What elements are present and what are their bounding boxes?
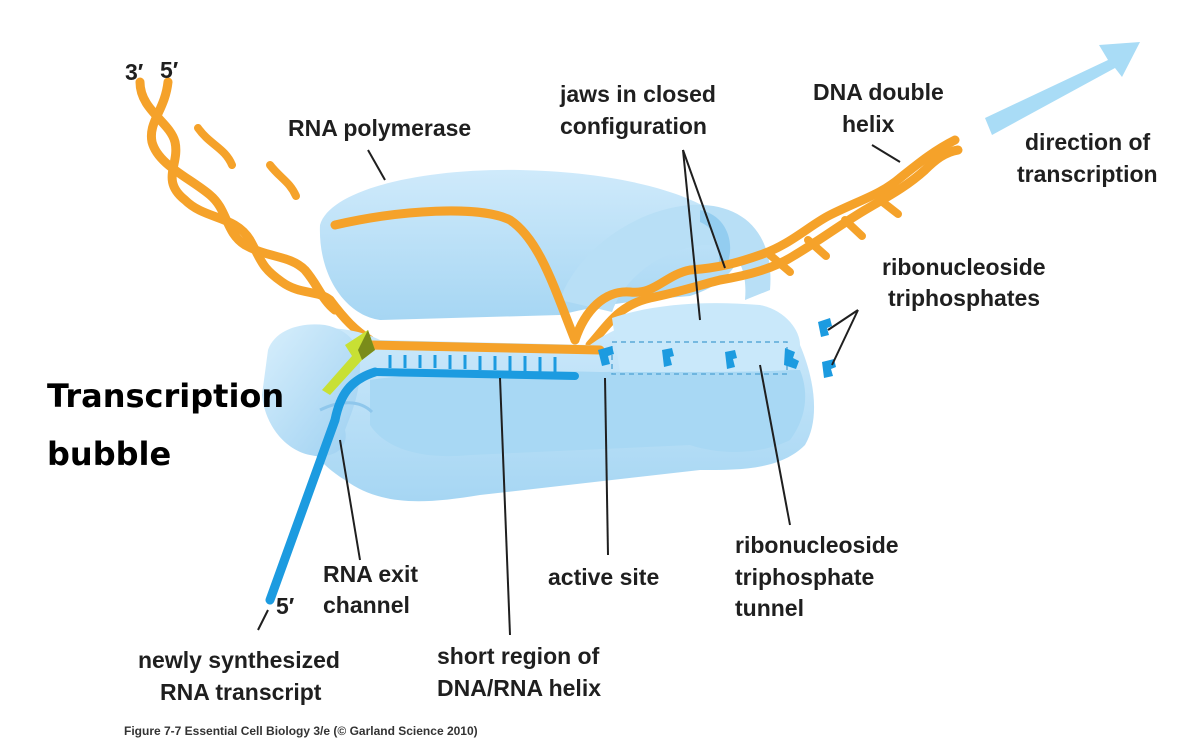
label-ntp-1: ribonucleoside <box>882 254 1046 280</box>
label-active-site: active site <box>548 564 659 590</box>
label-helix-region-2: DNA/RNA helix <box>437 675 601 701</box>
label-exit-1: RNA exit <box>323 561 418 587</box>
label-tunnel-3: tunnel <box>735 595 804 621</box>
label-exit-2: channel <box>323 592 410 618</box>
label-direction-2: transcription <box>1017 161 1158 187</box>
label-transcript-1: newly synthesized <box>138 647 340 673</box>
label-strand-5prime: 5′ <box>160 57 179 83</box>
dna-rna-hybrid <box>365 340 605 380</box>
label-rna-polymerase: RNA polymerase <box>288 115 471 141</box>
label-tunnel-2: triphosphate <box>735 564 874 590</box>
dna-helix-upstream <box>135 77 340 315</box>
label-tunnel-1: ribonucleoside <box>735 532 899 558</box>
direction-arrow <box>985 42 1140 135</box>
dna-helix-downstream <box>570 135 963 350</box>
label-dna-helix-1: DNA double <box>813 79 944 105</box>
label-ntp-2: triphosphates <box>888 285 1040 311</box>
label-jaws-1: jaws in closed <box>559 81 716 107</box>
label-bubble-1: Transcription <box>47 377 284 415</box>
diagram-labels: 3′ 5′ RNA polymerase jaws in closed conf… <box>47 57 1158 738</box>
ntp-molecules <box>598 318 836 378</box>
label-rna-5prime: 5′ <box>276 593 295 619</box>
leader-lines <box>257 144 901 636</box>
label-strand-3prime: 3′ <box>125 59 144 85</box>
label-jaws-2: configuration <box>560 113 707 139</box>
rna-polymerase-body <box>319 169 771 320</box>
rna-polymerase-lower <box>300 303 815 502</box>
bubble-marker <box>322 330 375 395</box>
label-direction-1: direction of <box>1025 129 1151 155</box>
label-bubble-2: bubble <box>47 435 171 473</box>
figure-caption: Figure 7-7 Essential Cell Biology 3/e (©… <box>124 724 478 738</box>
rna-transcript <box>265 367 380 605</box>
label-transcript-2: RNA transcript <box>160 679 322 705</box>
label-helix-region-1: short region of <box>437 643 600 669</box>
label-dna-helix-2: helix <box>842 111 895 137</box>
